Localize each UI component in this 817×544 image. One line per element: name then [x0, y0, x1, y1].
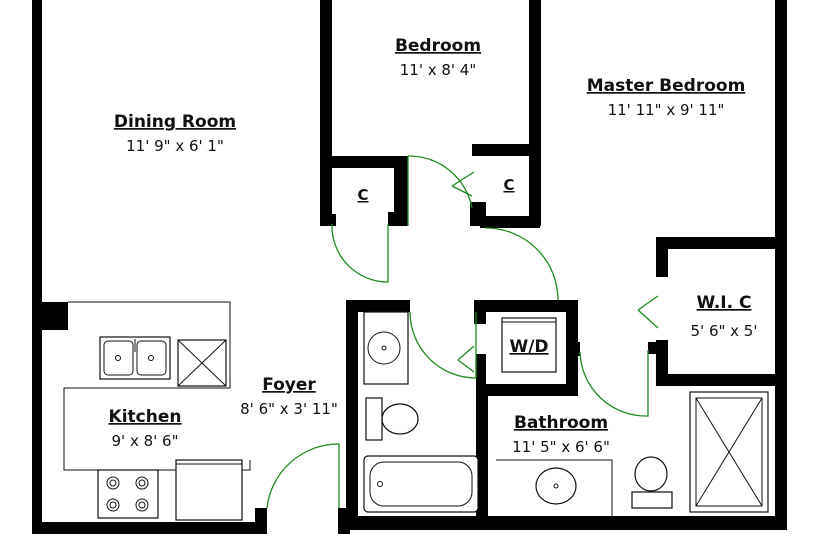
wall-closet-left-jamb: [388, 212, 408, 226]
door-bath2: [579, 350, 649, 417]
sink-drain-left: [115, 355, 121, 361]
door-bedroom: [407, 155, 473, 226]
wall-bath-door-jamb: [566, 342, 580, 356]
wall-bedroom-right: [529, 0, 541, 226]
bathtub-drain: [377, 481, 383, 487]
refrigerator: [175, 459, 243, 521]
wall-bath-left: [346, 300, 358, 524]
master-bedroom-name: Master Bedroom: [587, 76, 746, 96]
wall-bottom-right: [340, 516, 787, 530]
bath2-toilet-tank: [631, 491, 673, 509]
bedroom-dims: 11' x 8' 4": [400, 61, 477, 79]
wall-wic-bottom: [656, 374, 787, 386]
wall-closet-right-top: [472, 144, 540, 156]
wall-wic-left-upper: [656, 237, 668, 277]
wall-pillar: [38, 302, 68, 330]
room-labels: Dining Room 11' 9" x 6' 1" Bedroom 11' x…: [109, 36, 758, 456]
foyer-dims: 8' 6" x 3' 11": [240, 400, 338, 418]
closet-right-label: C: [503, 176, 514, 194]
wall-laundry-bottom: [476, 384, 578, 396]
washer-dryer: [501, 317, 557, 373]
wall-laundry-top: [474, 300, 578, 312]
kitchen-counters: [63, 301, 251, 521]
wall-closet-left-top: [320, 156, 408, 168]
wall-wic-jamb: [648, 342, 660, 354]
bath1-fixtures: [363, 311, 479, 513]
kitchen-dims: 9' x 8' 6": [112, 432, 179, 450]
bath2-fixtures: [496, 391, 769, 516]
bath1-toilet-bowl: [381, 403, 419, 435]
counter-outline: [63, 301, 251, 471]
wall-right-exterior: [775, 0, 787, 530]
foyer-name: Foyer: [262, 375, 316, 395]
wall-laundry-left: [476, 354, 486, 396]
wall-bath-top-left: [346, 300, 410, 312]
stove: [97, 469, 159, 519]
door-laundry: [457, 345, 475, 373]
walls: [32, 0, 787, 534]
stove-burners: [106, 476, 149, 512]
wall-laundry-jamb-top: [474, 300, 486, 324]
door-closet-right: [451, 171, 475, 197]
bedroom-name: Bedroom: [395, 36, 481, 56]
sink-drain-right: [148, 355, 154, 361]
sink-basin-left: [103, 340, 134, 376]
bathroom-dims: 11' 5" x 6' 6": [512, 438, 610, 456]
dining-room-name: Dining Room: [114, 112, 236, 132]
master-bedroom-dims: 11' 11" x 9' 11": [608, 101, 725, 119]
dishwasher-diag-2: [177, 339, 227, 387]
washer-dryer-label: W/D: [509, 337, 548, 357]
shower-inner: [695, 397, 763, 507]
bath2-sink: [535, 467, 577, 505]
sink-basin-right: [136, 340, 167, 376]
closet-left-label: C: [357, 186, 368, 204]
wall-closet-left-inner: [394, 156, 408, 224]
wic-name: W.I. C: [696, 293, 751, 313]
wall-bottom-left: [32, 522, 258, 534]
bath1-sink: [367, 331, 401, 365]
doors: [266, 155, 659, 509]
wall-wic-top: [656, 237, 787, 249]
wall-closet-left-stub: [320, 214, 336, 226]
bath2-vanity-counter: [496, 459, 613, 516]
bathtub: [363, 455, 479, 513]
door-closet-left: [331, 223, 389, 283]
bathtub-inner: [369, 461, 473, 507]
kitchen-name: Kitchen: [109, 407, 182, 427]
bath1-toilet-tank: [365, 397, 383, 441]
wall-closet-right-bottom: [480, 216, 540, 228]
bath1-sink-drain: [381, 345, 387, 351]
door-entry: [266, 443, 340, 509]
door-bath1: [409, 311, 477, 379]
wall-bedroom-left: [320, 0, 332, 160]
wall-closet-right-stub: [472, 144, 484, 156]
dining-room-dims: 11' 9" x 6' 1": [126, 137, 224, 155]
bath2-sink-drain: [553, 483, 559, 489]
shower-diag-2: [695, 397, 763, 507]
door-wic: [637, 295, 659, 329]
door-master: [485, 227, 559, 301]
wic-dims: 5' 6" x 5': [691, 322, 758, 340]
wall-closet-left-side: [320, 156, 332, 224]
wall-bottom-door-jamb-left: [255, 508, 267, 534]
bathroom-name: Bathroom: [514, 413, 608, 433]
wall-bath-middle: [476, 384, 488, 516]
bath2-toilet-bowl: [634, 456, 668, 492]
wall-left-exterior: [32, 0, 42, 534]
